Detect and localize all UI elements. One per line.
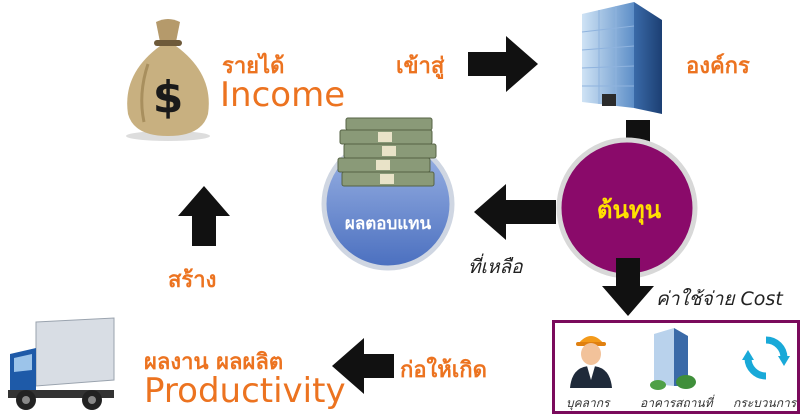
reward-label: ผลตอบแทน: [344, 214, 432, 234]
left-arrow-icon-2: [332, 338, 394, 394]
create-label: สร้าง: [168, 268, 217, 293]
worker-icon: [570, 336, 612, 388]
expenses-label: ค่าใช้จ่าย Cost: [656, 288, 783, 310]
organization-label: องค์กร: [686, 54, 750, 79]
cash-stack-icon: [337, 117, 437, 187]
income-english-label: Income: [220, 75, 346, 115]
left-arrow-icon: [474, 184, 556, 240]
cost-item-process: กระบวนการ: [733, 396, 797, 410]
office-icon: [650, 328, 696, 390]
cost-center-label: ต้นทุน: [596, 196, 662, 224]
cost-item-facilities: อาคารสถานที่: [640, 396, 713, 410]
up-arrow-icon: [178, 186, 230, 246]
productivity-thai-label: ผลงาน ผลผลิต: [144, 350, 284, 375]
cost-item-personnel: บุคลากร: [566, 396, 610, 410]
dollar-sign: $: [153, 72, 184, 123]
income-thai-label: รายได้: [222, 54, 285, 79]
money-bag-icon: $: [126, 19, 210, 141]
building-icon: [581, 2, 662, 114]
truck-icon: [8, 317, 115, 410]
cause-label: ก่อให้เกิด: [400, 358, 487, 383]
process-cycle-icon: [742, 336, 790, 380]
productivity-english-label: Productivity: [144, 371, 346, 411]
to-org-label: เข้าสู่: [396, 54, 445, 79]
remaining-label: ที่เหลือ: [468, 256, 523, 278]
right-arrow-icon: [468, 36, 538, 92]
down-arrow-icon-2: [602, 258, 654, 316]
